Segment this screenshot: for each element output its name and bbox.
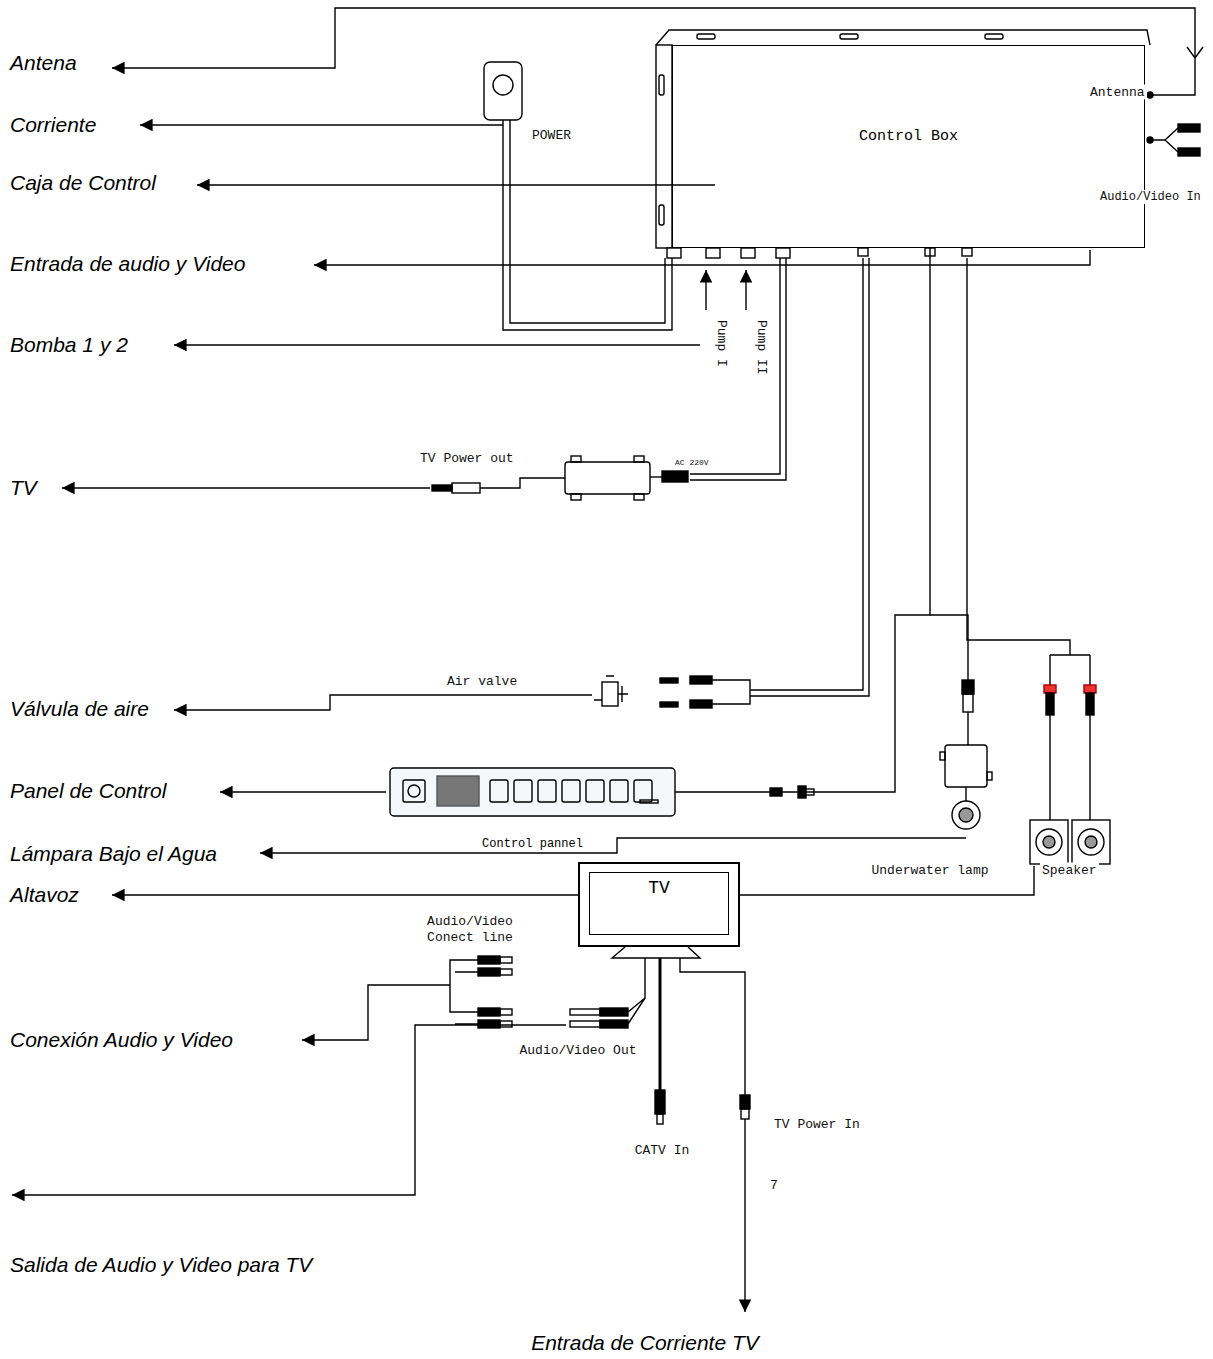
part-label: Audio/Video Conect line <box>418 914 522 947</box>
control-box-housing <box>656 30 1150 248</box>
callout-label: Corriente <box>10 113 96 137</box>
control-panel: Control pannel <box>390 765 675 851</box>
part-label: Antenna <box>1088 85 1147 100</box>
audio-video-in-plug <box>1147 124 1200 156</box>
callout-label: TV <box>10 476 37 500</box>
callout-label: Entrada de audio y Video <box>10 252 245 276</box>
tv-stand-cables <box>570 947 750 1124</box>
part-label: Audio/Video In <box>1098 190 1203 204</box>
cable-gland <box>667 248 972 258</box>
callout-label: Altavoz <box>10 883 79 907</box>
part-label: Air valve <box>445 674 519 689</box>
callout-label: Entrada de Corriente TV <box>531 1331 759 1355</box>
voltage-label: AC 220V <box>675 458 709 467</box>
power-plug <box>484 62 672 330</box>
air-valve <box>594 258 869 708</box>
callout-label: Caja de Control <box>10 171 156 195</box>
callout-label: Conexión Audio y Video <box>10 1028 233 1052</box>
node-text: TV <box>648 878 670 898</box>
callout-label: Bomba 1 y 2 <box>10 333 128 357</box>
pump-arrow <box>706 270 746 310</box>
leader-line <box>12 8 1195 1312</box>
part-label: Pump I <box>714 318 729 369</box>
part-label: POWER <box>530 128 573 143</box>
speaker <box>967 258 1110 864</box>
tv-screen: TV <box>578 862 740 947</box>
callout-label: Válvula de aire <box>10 697 149 721</box>
av-connect-cable <box>446 956 512 1028</box>
callout-label: Lámpara Bajo el Agua <box>10 842 217 866</box>
callout-label: Antena <box>10 51 77 75</box>
part-label: TV Power out <box>418 451 516 466</box>
cable <box>675 248 930 792</box>
control-panel-keys <box>390 768 675 816</box>
part-label: TV Power In <box>772 1117 862 1132</box>
control-box: Control Box <box>672 45 1145 248</box>
part-label: Audio/Video Out <box>517 1043 638 1058</box>
page-number: 7 <box>768 1178 780 1193</box>
part-label: Speaker <box>1040 863 1099 878</box>
underwater-lamp <box>930 615 992 829</box>
part-label: CATV In <box>633 1143 692 1158</box>
callout-label: Salida de Audio y Video para TV <box>10 1253 312 1277</box>
part-label: Underwater lamp <box>869 863 990 878</box>
node-text: Control Box <box>859 128 958 145</box>
part-label: Pump II <box>754 318 769 377</box>
callout-label: Panel de Control <box>10 779 166 803</box>
node-text: Control pannel <box>482 837 583 851</box>
